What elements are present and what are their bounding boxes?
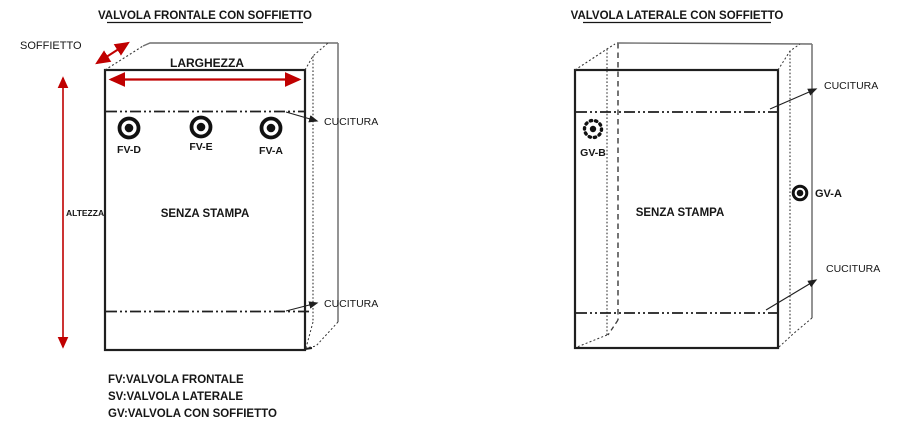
side-cucitura-top-label: CUCITURA xyxy=(824,80,878,92)
valve-fv-e-label: FV-E xyxy=(189,141,212,153)
valve-gv-b-label: GV-B xyxy=(580,147,606,159)
valve-fv-a-icon xyxy=(259,116,283,140)
valve-fv-a-label: FV-A xyxy=(259,145,283,157)
valve-fv-d-label: FV-D xyxy=(117,144,141,156)
side-fold-bottom-right xyxy=(778,317,813,348)
gusset-top-edge xyxy=(142,42,338,47)
cucitura-bottom-pointer-arrow xyxy=(285,301,319,312)
side-senza-stampa-label: SENZA STAMPA xyxy=(636,207,725,219)
cucitura-top-label: CUCITURA xyxy=(324,116,378,128)
valve-legend: FV:VALVOLA FRONTALE SV:VALVOLA LATERALE … xyxy=(108,374,277,420)
soffietto-label: SOFFIETTO xyxy=(20,40,82,52)
valve-fv-d-icon xyxy=(117,116,141,140)
side-diagram-title: VALVOLA LATERALE CON SOFFIETTO xyxy=(571,10,784,22)
valve-fv-e-icon xyxy=(189,115,213,139)
side-fold-top-left xyxy=(574,43,616,71)
legend-line-sv: SV:VALVOLA LATERALE xyxy=(108,391,243,403)
gusset-corner-fold-bottom-inner xyxy=(305,321,314,349)
side-cucitura-bottom-label: CUCITURA xyxy=(826,263,880,275)
side-cucitura-top-pointer-arrow xyxy=(769,88,818,110)
legend-line-gv: GV:VALVOLA CON SOFFIETTO xyxy=(108,408,277,420)
altezza-label: ALTEZZA xyxy=(66,208,104,218)
larghezza-label: LARGHEZZA xyxy=(170,56,244,70)
cucitura-top-pointer-arrow xyxy=(285,111,319,123)
front-senza-stampa-label: SENZA STAMPA xyxy=(161,208,250,220)
front-valve-diagram: VALVOLA FRONTALE CON SOFFIETTO SOFFIETTO… xyxy=(20,10,378,352)
side-fold-top-right xyxy=(777,43,801,71)
side-fold-bottom-left-dashed xyxy=(607,319,619,336)
front-bag-bottom-extension xyxy=(304,347,313,350)
valve-gv-b-icon xyxy=(582,118,604,140)
side-top-edge xyxy=(616,42,813,45)
front-diagram-title: VALVOLA FRONTALE CON SOFFIETTO xyxy=(98,10,312,22)
valve-gv-a-icon xyxy=(791,184,809,202)
side-gusset-folds xyxy=(574,42,813,348)
cucitura-bottom-label: CUCITURA xyxy=(324,298,378,310)
legend-line-fv: FV:VALVOLA FRONTALE xyxy=(108,374,244,386)
gusset-corner-fold-top xyxy=(304,42,329,71)
gusset-fold-line xyxy=(104,45,144,71)
side-bag-outline xyxy=(573,68,780,350)
side-valve-diagram: VALVOLA LATERALE CON SOFFIETTO CUCITURA … xyxy=(571,10,880,350)
valve-gv-a-label: GV-A xyxy=(815,188,842,200)
soffietto-direction-arrow xyxy=(95,41,130,65)
gusset-corner-fold-bottom-outer xyxy=(305,321,339,349)
side-fold-bottom-left-dotted xyxy=(576,334,608,348)
side-cucitura-bottom-pointer-arrow xyxy=(765,279,818,311)
